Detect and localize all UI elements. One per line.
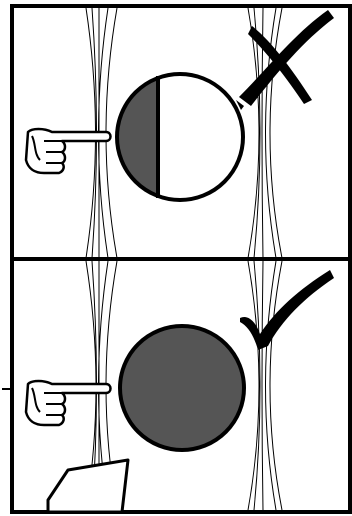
full-filled-circle	[120, 326, 244, 450]
